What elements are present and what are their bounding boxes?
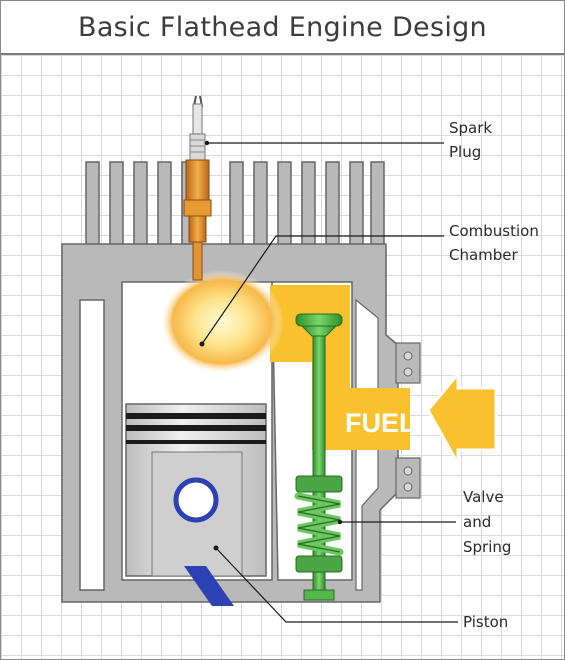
combustion-chamber-leader (201, 235, 444, 345)
combustion-flame (160, 270, 284, 374)
piston-ring (126, 440, 266, 444)
valve-and-spring-label: Valve and Spring (463, 488, 511, 556)
piston-label: Piston (463, 613, 508, 631)
valve-spring (294, 475, 344, 573)
bolt-upper (395, 342, 421, 384)
leader-lines (201, 140, 458, 623)
piston-leader (215, 547, 458, 623)
diagram-title: Basic Flathead Engine Design (78, 11, 487, 43)
fuel-label: FUEL (345, 408, 416, 438)
bolt-lower (395, 457, 421, 499)
piston-ring (126, 413, 266, 419)
connecting-rod (184, 566, 234, 606)
title-bar: Basic Flathead Engine Design (1, 1, 564, 55)
spark-plug (183, 95, 212, 281)
combustion-chamber-label: Combustion Chamber (449, 222, 544, 264)
piston (125, 403, 267, 606)
spark-plug-label: Spark Plug (449, 119, 497, 161)
cooling-fins (85, 161, 385, 247)
piston-ring (126, 425, 266, 431)
wrist-pin (173, 477, 219, 523)
